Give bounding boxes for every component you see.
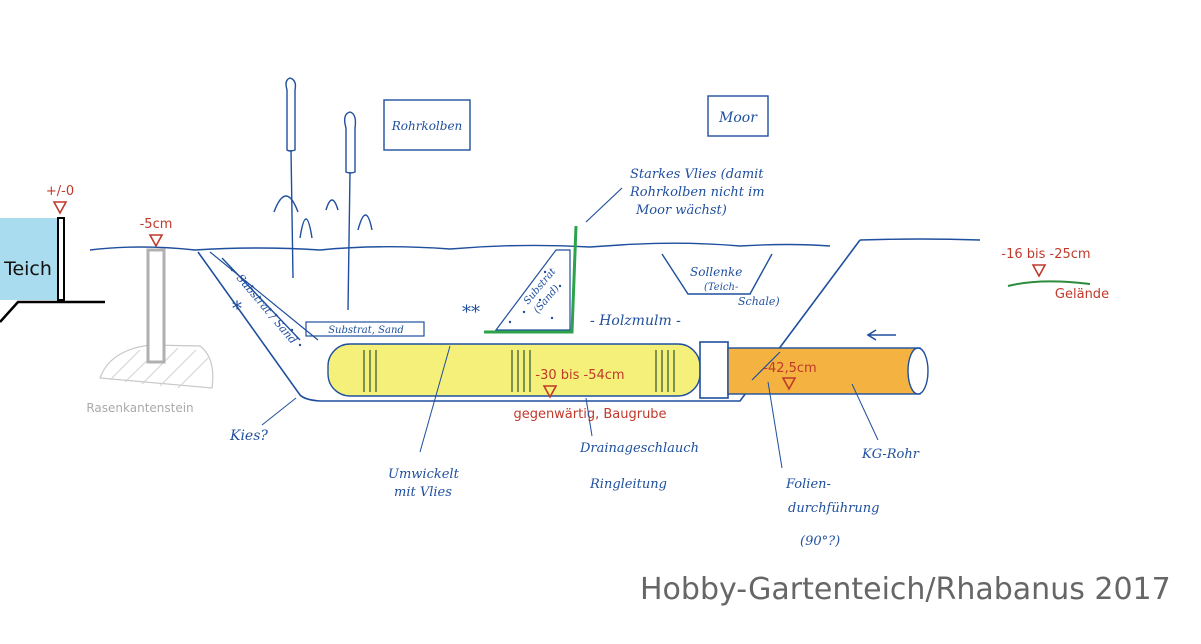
vlies-label-line2: Rohrkolben nicht im <box>629 185 765 200</box>
level-gelaende-marker-icon <box>1031 264 1047 278</box>
level-baugrube-label: -30 bis -54cm <box>535 368 624 383</box>
level-baugrube-marker-icon <box>542 385 558 399</box>
umwickelt-label-1: Umwickelt <box>388 467 460 482</box>
drainage-pipe-ribs <box>363 350 675 392</box>
kies-leader-line <box>261 397 297 426</box>
drainage-pipe <box>327 343 701 397</box>
folie-label-3: (90°?) <box>800 534 840 549</box>
substrat-right-wedge <box>494 249 571 331</box>
kg-rohr-label: KG-Rohr <box>861 447 920 462</box>
level-rasen-marker-icon <box>148 234 164 248</box>
trench-outline <box>197 239 861 402</box>
sollenke-basin <box>661 253 773 295</box>
holzmulm-label: - Holzmulm - <box>590 313 681 329</box>
rohrkolben-box <box>383 99 471 151</box>
substrat-right-dots <box>508 270 562 324</box>
substrat-left-inner <box>209 251 319 341</box>
folie-label-1: Folien- <box>785 477 831 492</box>
level-teich-label: +/-0 <box>46 184 74 199</box>
level-kg-label: -42,5cm <box>763 361 816 376</box>
gelaende-line <box>1007 280 1091 287</box>
star-single-icon: * <box>232 296 242 320</box>
substrat-left-label: Substrat / Sand <box>234 272 300 347</box>
teich-label: Teich <box>3 258 52 280</box>
star-double-icon: ** <box>462 302 480 323</box>
ground-surface-line <box>89 242 831 251</box>
sollenke-label-1: Sollenke <box>690 265 742 279</box>
baugrube-label: gegenwärtig, Baugrube <box>513 407 666 422</box>
substrat-left-dots <box>230 268 302 347</box>
moor-box <box>707 95 769 137</box>
teich-wall <box>57 217 65 301</box>
credit-text: Hobby-Gartenteich/Rhabanus 2017 <box>640 572 1171 607</box>
substrat-flat-label: Substrat, Sand <box>328 325 404 336</box>
vlies-label-line1: Starkes Vlies (damit <box>630 167 764 182</box>
substrat-flat-layer <box>305 321 425 337</box>
sollenke-label-3: Schale) <box>738 295 780 308</box>
vlies-leader-line <box>585 187 623 223</box>
kg-leader-line <box>851 383 879 441</box>
teich-water <box>0 218 60 300</box>
rasenkantenstein-post <box>146 248 166 364</box>
ground-surface-line-right <box>859 238 981 241</box>
folie-leader-line <box>767 381 783 469</box>
drainage-label-2: Ringleitung <box>589 477 667 492</box>
level-kg-marker-icon <box>781 377 797 391</box>
rohrkolben-plants <box>273 77 373 311</box>
kies-label: Kies? <box>229 428 268 444</box>
level-gelaende-label: -16 bis -25cm <box>1001 247 1090 262</box>
drainage-label-1: Drainageschlauch <box>579 441 699 456</box>
gelaende-label: Gelände <box>1055 287 1109 302</box>
level-rasen-label: -5cm <box>140 217 173 232</box>
sollenke-label-2: (Teich- <box>704 282 739 293</box>
kg-rohr-opening <box>907 347 929 395</box>
rasenkantenstein-mound <box>99 344 214 389</box>
level-teich-marker-icon <box>52 201 68 215</box>
kg-rohr-pipe <box>727 347 921 395</box>
teich-edge-line <box>0 300 105 323</box>
drainage-leader-line <box>585 397 593 437</box>
folie-crossing <box>751 351 781 381</box>
umwickelt-leader-line <box>419 345 451 453</box>
pipe-connector <box>699 341 729 399</box>
vlies-label-line3: Moor wächst) <box>635 203 727 218</box>
vlies-green-barrier <box>484 225 578 334</box>
moor-label: Moor <box>718 110 758 126</box>
umwickelt-label-2: mit Vlies <box>394 485 452 500</box>
rasenkantenstein-label: Rasenkantenstein <box>86 401 193 415</box>
rohrkolben-label: Rohrkolben <box>391 119 463 133</box>
folie-label-2: durchführung <box>788 501 879 516</box>
flow-arrow-icon <box>866 329 896 341</box>
